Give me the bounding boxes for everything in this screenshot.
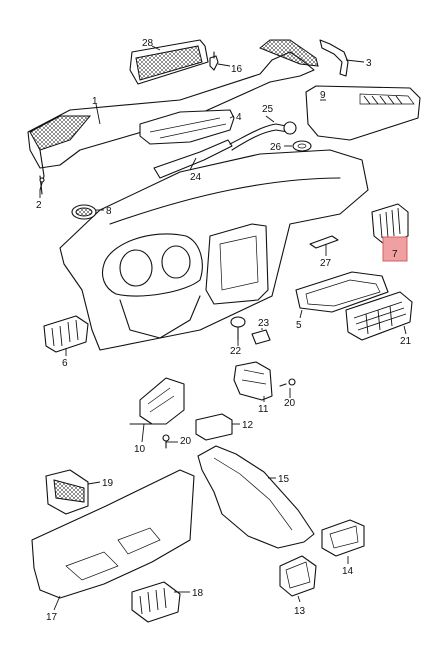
- callout-24: 24: [190, 172, 202, 183]
- part-20-screw-lower: [162, 434, 170, 449]
- part-6-side-vent: [43, 315, 89, 353]
- callout-21: 21: [400, 336, 412, 347]
- part-18-lower-vent: [131, 581, 181, 623]
- part-27-trim: [309, 235, 339, 249]
- callout-6: 6: [62, 358, 68, 369]
- callout-4: 4: [236, 112, 242, 123]
- callout-19: 19: [102, 478, 114, 489]
- callout-25: 25: [262, 104, 274, 115]
- callout-22: 22: [230, 346, 242, 357]
- part-16-clip: [209, 51, 219, 71]
- part-23-switch: [251, 329, 271, 345]
- part-10-side-bracket: [129, 377, 185, 425]
- part-26-grommet: [292, 140, 312, 152]
- part-11-bracket: [233, 361, 273, 401]
- callout-27: 27: [320, 258, 332, 269]
- callout-13: 13: [294, 606, 306, 617]
- callout-14: 14: [342, 566, 354, 577]
- callout-23: 23: [258, 318, 270, 329]
- part-5-center-vent-frame: [295, 271, 389, 313]
- callout-2: 2: [36, 200, 42, 211]
- callout-15: 15: [278, 474, 290, 485]
- part-25-hose: [229, 121, 297, 151]
- part-19-bracket: [45, 469, 89, 515]
- callout-11: 11: [258, 404, 269, 415]
- callout-12: 12: [242, 420, 254, 431]
- part-20-screw-upper: [279, 378, 296, 387]
- callout-9: 9: [320, 90, 326, 101]
- part-15-floor-duct: [197, 445, 315, 549]
- part-14-connector: [321, 519, 365, 557]
- part-8-round-vent: [71, 204, 97, 220]
- part-13-outlet: [279, 555, 317, 597]
- callout-16: 16: [231, 64, 243, 75]
- part-28-grille: [129, 39, 209, 85]
- part-4-duct: [139, 109, 235, 145]
- callout-28: 28: [142, 38, 154, 49]
- part-17-crossmember: [31, 469, 195, 599]
- callout-17: 17: [46, 612, 58, 623]
- part-12-duct-piece: [195, 413, 233, 441]
- callout-3: 3: [366, 58, 372, 69]
- part-21-center-vents: [345, 291, 413, 341]
- callout-7: 7: [392, 249, 398, 260]
- callout-1: 1: [92, 96, 98, 107]
- callout-18: 18: [192, 588, 204, 599]
- callout-20-lower: 20: [180, 436, 192, 447]
- callout-labels: 28 16 3 1 4 9 25 26 2 24 8 7 27 23 5 21 …: [36, 38, 412, 623]
- dashboard-body: [59, 149, 369, 351]
- leader-lines: [39, 45, 407, 611]
- part-7-vent-highlight: [371, 203, 409, 262]
- part-24-tube: [153, 139, 233, 179]
- callout-8: 8: [106, 206, 112, 217]
- part-2-screw: [39, 175, 45, 195]
- callout-20-upper: 20: [284, 398, 296, 409]
- callout-26: 26: [270, 142, 282, 153]
- part-22-knob: [230, 316, 246, 341]
- callout-5: 5: [296, 320, 302, 331]
- part-3-bracket: [319, 39, 349, 77]
- part-9-panel: [305, 85, 421, 141]
- callout-10: 10: [134, 444, 146, 455]
